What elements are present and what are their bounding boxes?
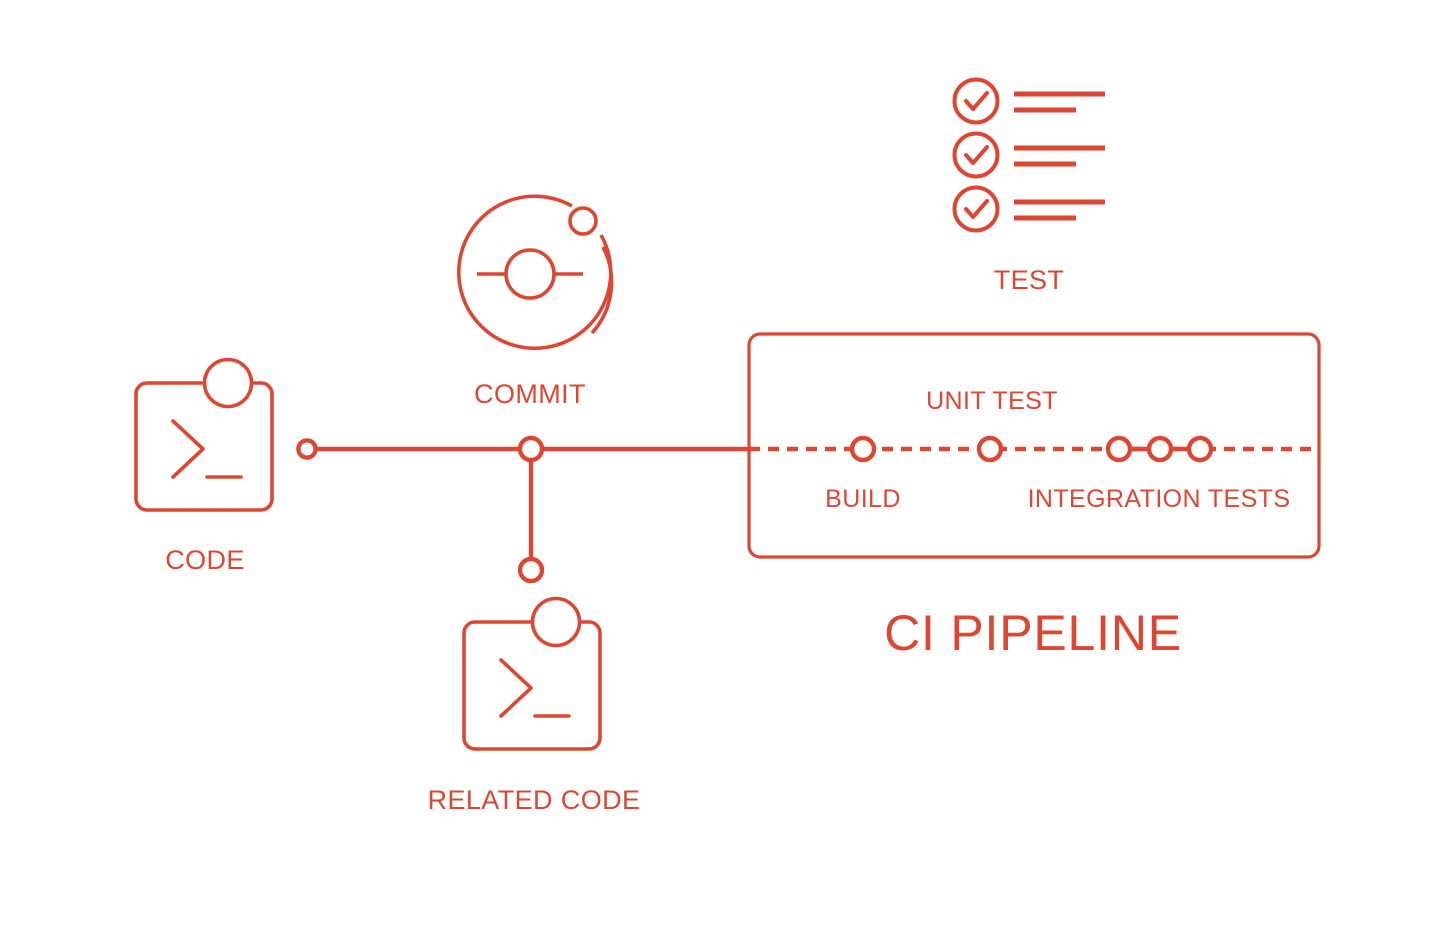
stage-label-build: BUILD	[825, 485, 901, 513]
commit-node-start[interactable]	[296, 438, 318, 460]
related-code-icon-group[interactable]: RELATED CODE	[428, 596, 641, 816]
checklist-item-2[interactable]	[952, 131, 1106, 179]
check-circle-icon	[952, 77, 1000, 125]
commit-node-merge[interactable]	[517, 435, 545, 463]
code-label: CODE	[165, 545, 245, 575]
related-code-card-outline	[462, 620, 602, 751]
test-checklist-group[interactable]: TEST	[952, 77, 1106, 296]
ci-pipeline-box-group[interactable]: UNIT TEST BUILD INTEGRATION TESTS	[747, 332, 1321, 559]
related-terminal-chevron-icon	[499, 658, 533, 718]
check-mark-icon	[964, 91, 989, 111]
stage-label-integration-tests: INTEGRATION TESTS	[1028, 485, 1291, 513]
code-icon-group[interactable]: CODE	[134, 357, 274, 576]
commit-core-circle	[504, 248, 556, 300]
checklist-item-3[interactable]	[952, 185, 1106, 233]
commit-node-related[interactable]	[517, 556, 545, 584]
test-label: TEST	[994, 265, 1065, 295]
pipeline-node-integration-3[interactable]	[1186, 435, 1214, 463]
code-card-outline	[134, 381, 274, 512]
commit-orbit-node-icon	[568, 206, 598, 236]
pipeline-node-integration-2[interactable]	[1146, 435, 1174, 463]
stage-label-unit-test: UNIT TEST	[926, 387, 1058, 415]
terminal-chevron-icon	[171, 419, 205, 479]
ci-pipeline-title: CI PIPELINE	[884, 605, 1182, 661]
related-code-badge-circle	[530, 596, 582, 648]
commit-orbit-arc-right	[590, 246, 614, 335]
check-circle-icon	[952, 185, 1000, 233]
check-mark-icon	[964, 145, 989, 165]
pipeline-node-build[interactable]	[849, 435, 877, 463]
ci-pipeline-boundary	[747, 332, 1321, 559]
pipeline-node-unit-test[interactable]	[976, 435, 1004, 463]
commit-label: COMMIT	[474, 379, 586, 409]
branch-rail-group	[296, 435, 752, 584]
check-mark-icon	[964, 199, 989, 219]
code-badge-circle	[202, 357, 254, 409]
check-circle-icon	[952, 131, 1000, 179]
checklist-item-1[interactable]	[952, 77, 1106, 125]
pipeline-node-integration-1[interactable]	[1105, 435, 1133, 463]
commit-icon-group[interactable]: COMMIT	[456, 194, 614, 409]
commit-orbit-arc-main	[456, 194, 613, 351]
related-code-label: RELATED CODE	[428, 785, 641, 815]
